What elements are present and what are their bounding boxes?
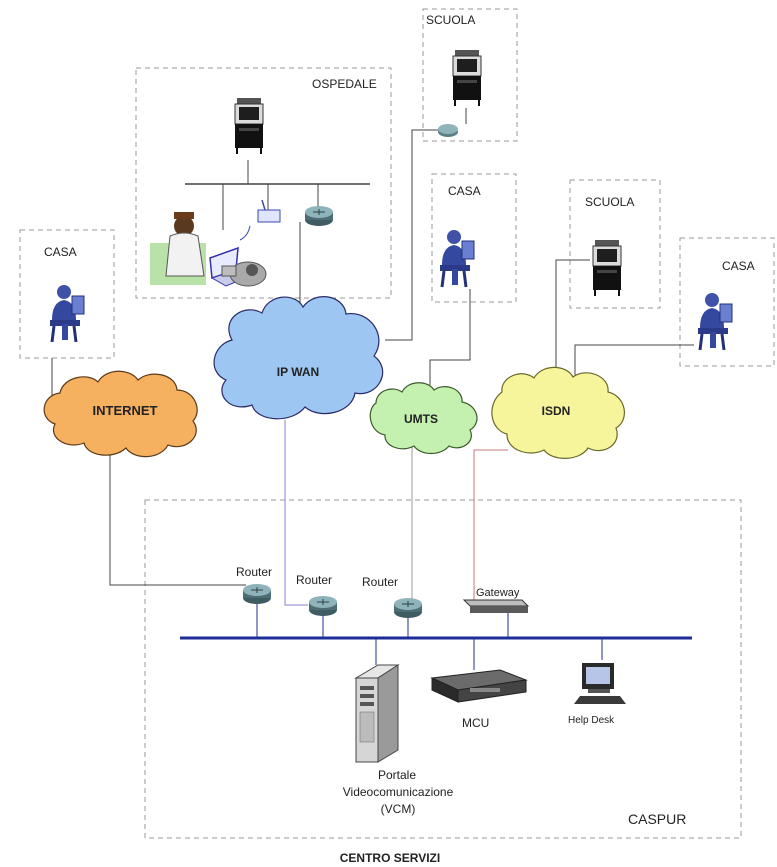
router-1-icon (242, 583, 272, 605)
zone-casa-mid-label: CASA (448, 184, 481, 198)
router-3-icon (393, 597, 423, 619)
cloud-internet (43, 370, 198, 458)
zone-casa-right-label: CASA (722, 259, 755, 273)
cloud-isdn (491, 366, 625, 459)
wireless-access-point-icon (239, 199, 281, 241)
home-user-icon (44, 280, 88, 346)
video-cart-icon (592, 239, 622, 297)
cloud-ipwan-label: IP WAN (277, 365, 319, 379)
zone-ospedale-box (135, 67, 392, 299)
zone-caspur-box (144, 499, 742, 839)
zone-casa-right-box (679, 237, 775, 367)
helpdesk-label: Help Desk (568, 715, 615, 726)
zone-scuola-right-label: SCUOLA (585, 195, 634, 209)
router-2-label: Router (296, 573, 332, 587)
cloud-ipwan (213, 296, 384, 420)
cloud-umts-label: UMTS (404, 412, 438, 426)
video-cart-icon (452, 49, 482, 107)
scuola-router-icon (438, 124, 458, 137)
router-2-icon (308, 595, 338, 617)
portale-label-line-2: Videocomunicazione (343, 785, 454, 799)
server-icon (354, 664, 400, 763)
home-user-icon (434, 225, 478, 291)
helpdesk-computer-icon (574, 663, 626, 704)
home-user-icon (692, 288, 736, 354)
router-3-label: Router (362, 575, 398, 589)
gateway-icon (462, 599, 530, 613)
cloud-internet-label: INTERNET (93, 403, 158, 418)
doctor-icon (150, 212, 206, 285)
zone-casa-left-box (19, 229, 115, 359)
medical-device-icon (221, 261, 267, 287)
zone-ospedale-label: OSPEDALE (312, 77, 377, 91)
mcu-label: MCU (462, 716, 489, 730)
mcu-icon (430, 669, 528, 703)
router-1-label: Router (236, 565, 272, 579)
centro-servizi-title: CENTRO SERVIZI (340, 851, 440, 865)
ospedale-router-icon (304, 205, 334, 227)
zone-casa-left-label: CASA (44, 245, 77, 259)
cloud-umts (369, 382, 478, 455)
portale-label-line-3: (VCM) (381, 802, 416, 816)
zone-scuola-right-box (569, 179, 661, 309)
video-cart-icon (234, 97, 264, 155)
zone-scuola-top-box (422, 8, 518, 142)
zone-casa-mid-box (431, 173, 517, 303)
connection-lines (51, 108, 712, 670)
portale-label-line-1: Portale (378, 768, 416, 782)
zone-caspur-label: CASPUR (628, 811, 686, 827)
zone-scuola-top-label: SCUOLA (426, 13, 475, 27)
cloud-isdn-label: ISDN (542, 404, 571, 418)
gateway-label: Gateway (476, 587, 520, 599)
